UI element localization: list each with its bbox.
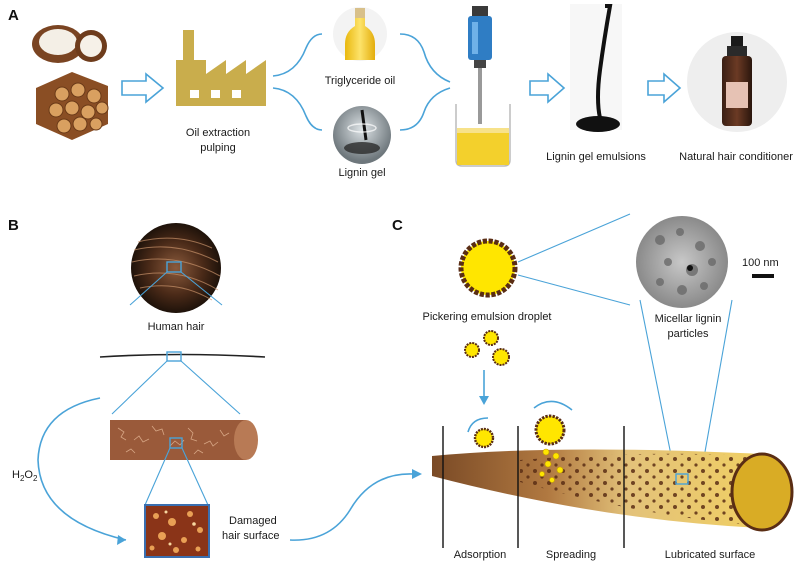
pickering-label: Pickering emulsion droplet [422, 311, 551, 323]
triglyceride-oil-label: Triglyceride oil [325, 75, 396, 87]
zoom-lines-hair [129, 271, 223, 306]
hair-surface-label: hair surface [222, 530, 279, 542]
hair-strand-zoom-box [166, 351, 182, 362]
zoom-lines-tem-to-fiber [639, 299, 733, 481]
flow-curve-gel-to-mixer [399, 87, 451, 131]
lignin-gel-label: Lignin gel [338, 167, 385, 179]
flow-curve-b-to-c [289, 473, 415, 541]
oil-bottle-icon [333, 7, 387, 61]
hair-strand [99, 353, 266, 358]
panel-label-c: C [392, 217, 403, 234]
zoom-lines-cylinder [144, 447, 209, 506]
conditioner-bottle-icon [687, 32, 787, 132]
hair-photo [131, 223, 221, 313]
arrow-sources-to-factory [121, 72, 165, 104]
mixer-icon [455, 6, 511, 167]
lubricated-surface-label: Lubricated surface [665, 549, 756, 561]
natural-hair-conditioner-label: Natural hair conditioner [679, 151, 793, 163]
small-droplets [464, 330, 510, 366]
micellar-lignin-label: Micellar lignin [655, 313, 722, 325]
pulping-label: pulping [200, 142, 235, 154]
oil-extraction-label: Oil extraction [186, 127, 250, 139]
flow-curve-oil-to-mixer [399, 33, 451, 83]
flow-curve-to-oil [272, 33, 323, 77]
lignin-gel-photo [333, 106, 391, 164]
factory-icon [176, 30, 266, 106]
droplet-down-arrowhead [479, 396, 489, 405]
damaged-surface-photo [144, 504, 210, 558]
coconut-icon [32, 25, 107, 63]
h2o2-flow-curve [37, 397, 127, 541]
wood-logs-icon [36, 72, 109, 140]
adsorption-curved-arrow [467, 417, 489, 433]
hair-fiber [432, 449, 794, 532]
emulsion-drip-icon [570, 3, 622, 132]
spreading-droplet [534, 414, 566, 446]
arrow-mixer-to-emulsion [529, 72, 566, 104]
scale-bar-label: 100 nm [742, 257, 779, 269]
damaged-label: Damaged [229, 515, 277, 527]
zoom-lines-droplet [517, 213, 631, 306]
h2o2-label: H2O2 [12, 469, 38, 483]
h2o2-arrowhead [117, 535, 126, 545]
zoom-lines-strand [111, 360, 241, 415]
panel-label-a: A [8, 7, 19, 24]
human-hair-label: Human hair [148, 321, 205, 333]
scale-bar [752, 274, 774, 278]
particles-label: particles [668, 328, 709, 340]
arrow-emulsion-to-conditioner [647, 72, 682, 104]
pickering-droplet [458, 238, 518, 298]
adsorption-label: Adsorption [454, 549, 507, 561]
hair-cylinder [110, 420, 258, 460]
flow-b-to-c-arrowhead [412, 469, 422, 479]
panel-label-b: B [8, 217, 19, 234]
flow-curve-to-gel [272, 87, 323, 131]
lignin-gel-emulsions-label: Lignin gel emulsions [546, 151, 646, 163]
spreading-label: Spreading [546, 549, 596, 561]
spreading-curved-arrow [533, 400, 573, 411]
adsorbing-droplet [473, 427, 495, 449]
micelle-tem-photo [636, 216, 728, 308]
spreading-oil-drops [539, 448, 564, 483]
